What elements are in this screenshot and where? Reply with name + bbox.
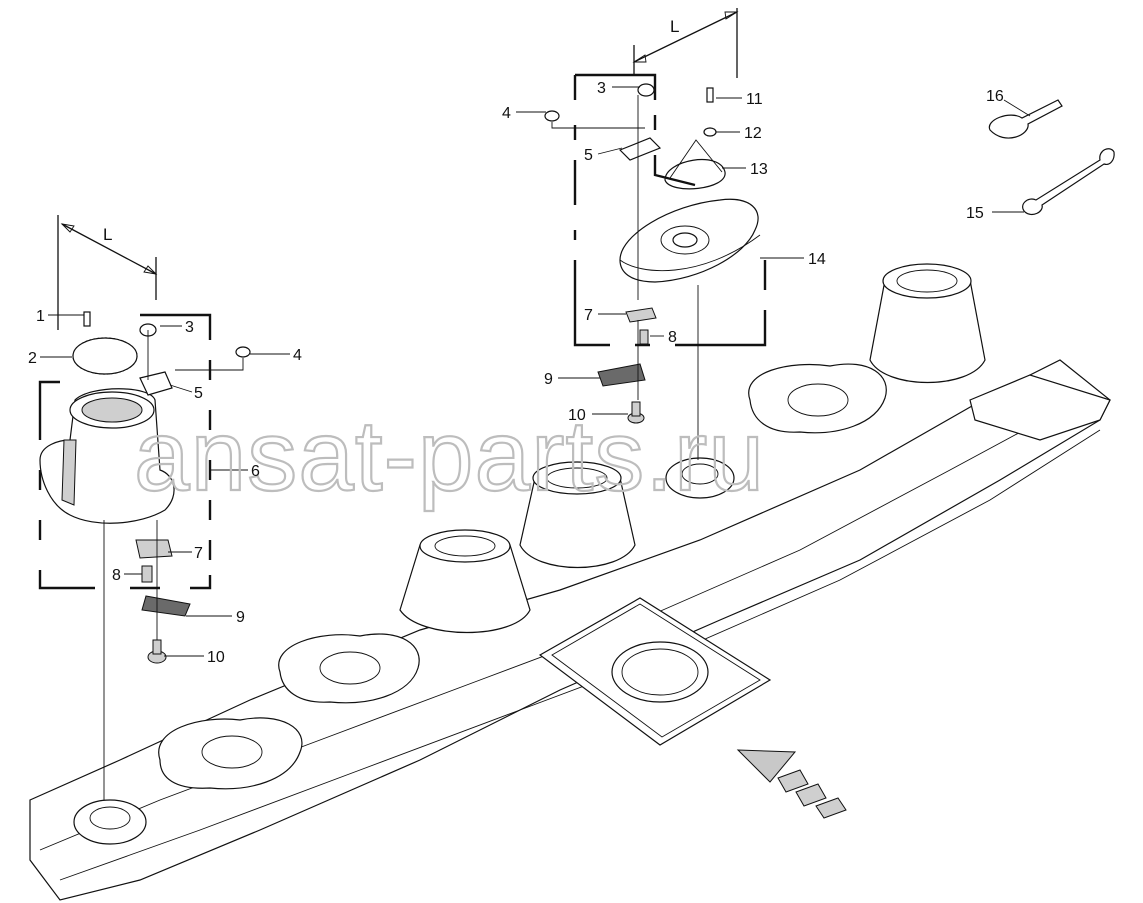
callout-leaders [40, 86, 1031, 657]
travel-direction-arrow [736, 749, 847, 819]
callout-11: 11 [746, 91, 763, 108]
callout-8-right: 8 [668, 329, 677, 346]
callout-2: 2 [28, 350, 37, 367]
callout-12: 12 [744, 125, 762, 142]
callout-16: 16 [986, 88, 1004, 105]
dimension-L-left [57, 215, 158, 330]
callout-9-right: 9 [544, 371, 553, 388]
callout-1: 1 [36, 308, 45, 325]
watermark-text: ansat-parts.ru [134, 400, 765, 512]
callout-14: 14 [808, 251, 826, 268]
callout-5-right: 5 [584, 147, 593, 164]
callout-3-right: 3 [597, 80, 606, 97]
drum-cones [399, 263, 986, 633]
right-disc-assembly [544, 83, 761, 424]
dimension-label-right: L [670, 17, 679, 36]
cutter-bar-beam [29, 359, 1111, 901]
callout-7-left: 7 [194, 545, 203, 562]
callout-4-left: 4 [293, 347, 302, 364]
tool-wrenches [988, 99, 1115, 216]
callout-15: 15 [966, 205, 984, 222]
callout-13: 13 [750, 161, 768, 178]
left-drum-assembly [39, 311, 251, 664]
callout-labels: 1 2 3 4 5 6 7 8 9 10 3 4 5 7 8 9 10 11 1… [28, 80, 1004, 666]
callout-9-left: 9 [236, 609, 245, 626]
callout-8-left: 8 [112, 567, 121, 584]
cutter-discs [73, 363, 887, 845]
dimension-L-right [632, 8, 739, 78]
callout-5-left: 5 [194, 385, 203, 402]
callout-3-left: 3 [185, 319, 194, 336]
callout-10-right: 10 [568, 407, 586, 424]
callout-4-right: 4 [502, 105, 511, 122]
callout-7-right: 7 [584, 307, 593, 324]
assembly-axes [103, 95, 699, 800]
callout-10-left: 10 [207, 649, 225, 666]
callout-6: 6 [251, 463, 260, 480]
dimension-label-left: L [103, 225, 112, 244]
